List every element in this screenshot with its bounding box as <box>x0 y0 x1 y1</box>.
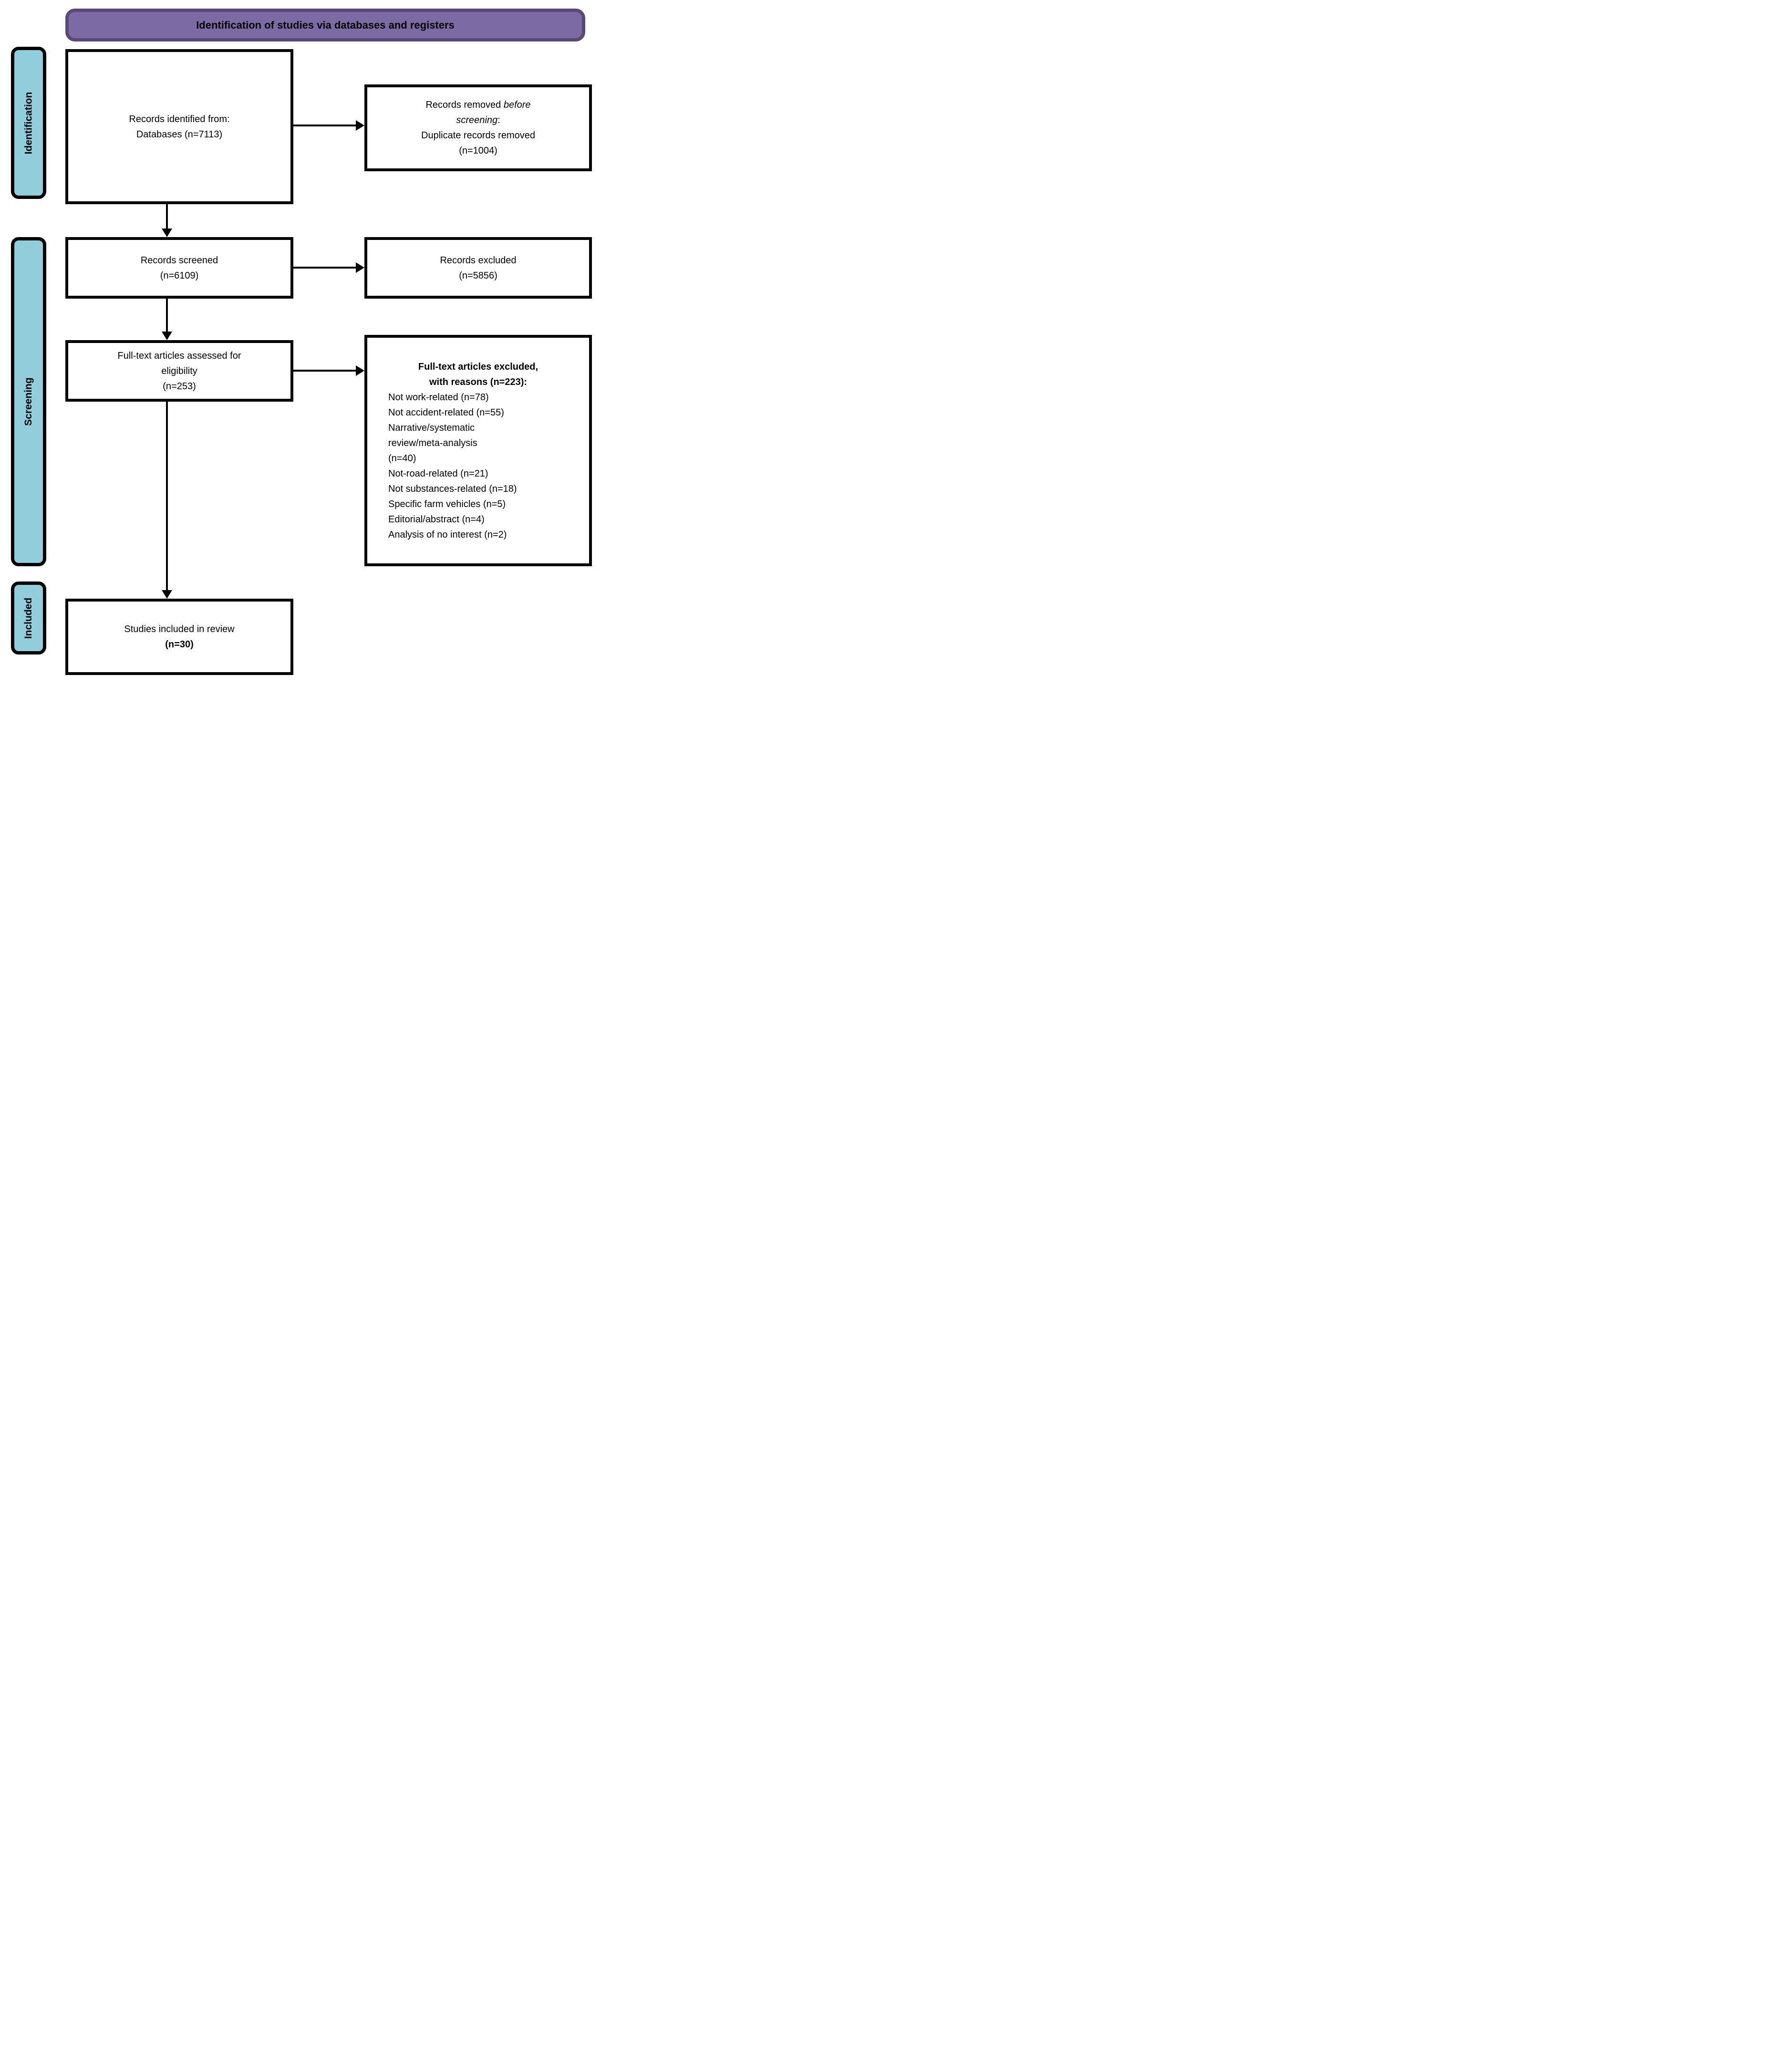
stage-sidebar-screening: Screening <box>11 237 46 566</box>
fulltext-excluded-heading-line1: Full-text articles excluded, <box>418 361 539 372</box>
arrow-identified-to-screened-head <box>162 228 172 237</box>
fulltext-excluded-heading-line2: with reasons (n=223): <box>429 376 528 387</box>
exclusion-reason: Editorial/abstract (n=4) <box>388 514 485 525</box>
fulltext-excluded-reason-list: Not work-related (n=78) Not accident-rel… <box>367 390 589 542</box>
banner-identification-via-databases: Identification of studies via databases … <box>65 9 585 42</box>
studies-included-line1: Studies included in review <box>124 624 235 634</box>
exclusion-reason: Not accident-related (n=55) <box>388 407 504 418</box>
records-identified-line1: Records identified from: <box>129 114 230 125</box>
prisma-flow-diagram: Identification of studies via databases … <box>0 0 597 682</box>
fulltext-assessed-line1: Full-text articles assessed for <box>117 350 241 361</box>
exclusion-reason: Not substances-related (n=18) <box>388 483 517 494</box>
studies-included-line2: (n=30) <box>165 639 194 650</box>
box-studies-included: Studies included in review (n=30) <box>65 599 293 675</box>
stage-sidebar-included: Included <box>11 582 46 654</box>
records-removed-italic-before: before <box>503 100 531 110</box>
arrow-assessed-to-ftexcluded-head <box>356 365 364 376</box>
arrow-assessed-to-included-head <box>162 590 172 599</box>
records-removed-colon: : <box>497 115 500 125</box>
records-screened-line1: Records screened <box>140 255 218 266</box>
stage-label-identification: Identification <box>23 92 34 154</box>
records-removed-italic-screening: screening <box>456 115 498 125</box>
records-removed-line4: (n=1004) <box>459 145 497 156</box>
arrow-identified-to-removed-head <box>356 120 364 131</box>
exclusion-reason: Analysis of no interest (n=2) <box>388 529 507 540</box>
box-fulltext-excluded-with-reasons: Full-text articles excluded, with reason… <box>364 335 592 566</box>
records-removed-line2: screening: <box>456 113 500 128</box>
box-records-screened: Records screened (n=6109) <box>65 237 293 299</box>
exclusion-reason: Not work-related (n=78) <box>388 392 489 403</box>
box-fulltext-assessed: Full-text articles assessed for eligibil… <box>65 340 293 402</box>
arrow-screened-to-assessed-head <box>162 332 172 340</box>
stage-label-included: Included <box>23 597 34 639</box>
exclusion-reason: Specific farm vehicles (n=5) <box>388 499 506 509</box>
arrow-screened-to-excluded-head <box>356 262 364 273</box>
records-removed-line1: Records removed before <box>425 97 530 113</box>
box-records-removed-before-screening: Records removed before screening: Duplic… <box>364 84 592 171</box>
box-records-excluded: Records excluded (n=5856) <box>364 237 592 299</box>
records-removed-line3: Duplicate records removed <box>421 130 535 141</box>
records-excluded-line2: (n=5856) <box>459 270 497 281</box>
fulltext-assessed-line3: (n=253) <box>163 381 196 392</box>
exclusion-reason: Narrative/systematic review/meta-analysi… <box>388 422 477 464</box>
records-screened-line2: (n=6109) <box>160 270 199 281</box>
records-identified-line2: Databases (n=7113) <box>136 129 223 140</box>
fulltext-assessed-line2: eligibility <box>161 365 197 376</box>
records-excluded-line1: Records excluded <box>440 255 517 266</box>
banner-title: Identification of studies via databases … <box>196 19 455 31</box>
records-removed-regular-text: Records removed <box>425 100 504 110</box>
exclusion-reason: Not-road-related (n=21) <box>388 468 488 479</box>
stage-sidebar-identification: Identification <box>11 47 46 199</box>
stage-label-screening: Screening <box>23 377 34 426</box>
box-records-identified: Records identified from: Databases (n=71… <box>65 49 293 204</box>
